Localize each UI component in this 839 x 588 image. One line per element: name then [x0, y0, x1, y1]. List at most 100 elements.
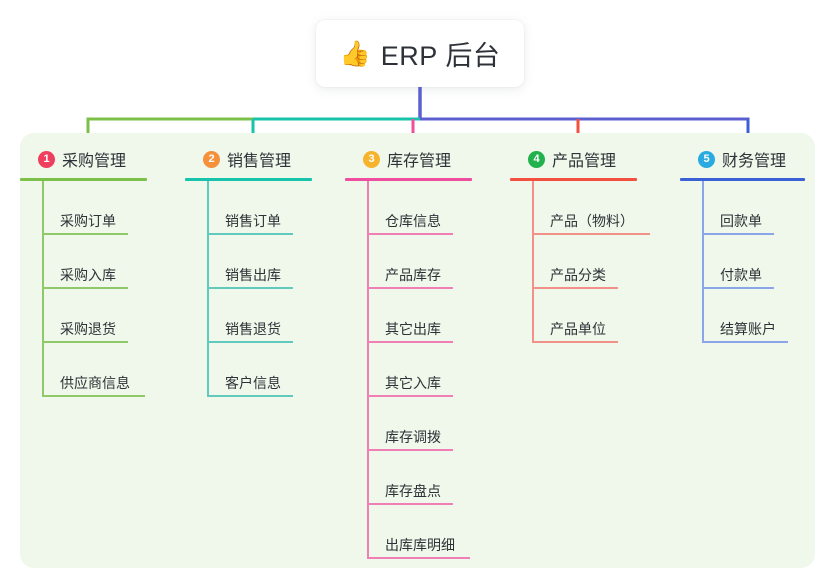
branch-item[interactable]: 库存调拨 [367, 397, 472, 451]
branch-item[interactable]: 回款单 [702, 181, 805, 235]
branch-header-5[interactable]: 5 财务管理 [680, 145, 805, 173]
branch-item-label: 结算账户 [720, 321, 776, 337]
branch-title: 产品管理 [552, 153, 617, 170]
branch-item[interactable]: 结算账户 [702, 289, 805, 343]
branch-item[interactable]: 出库库明细 [367, 505, 472, 559]
branch-title: 销售管理 [227, 153, 292, 170]
branch-item-label: 销售订单 [225, 213, 281, 229]
branch-item-rule [207, 287, 293, 289]
branch-item-label: 销售出库 [225, 267, 281, 283]
branch-item-rule [42, 395, 145, 397]
branch-spine [532, 181, 534, 343]
branch-index-badge: 3 [363, 150, 380, 168]
branch-item-list: 回款单付款单结算账户 [702, 181, 805, 343]
branch-item[interactable]: 供应商信息 [42, 343, 147, 397]
branch-header-rule [345, 178, 472, 181]
branch-item-rule [367, 341, 453, 343]
branch-item-rule [42, 341, 128, 343]
branch-header-4[interactable]: 4 产品管理 [510, 145, 637, 173]
branch-item-rule [42, 287, 128, 289]
root-node-title: ERP 后台 [380, 41, 501, 71]
branch-spine [42, 181, 44, 397]
branch-item-rule [702, 233, 774, 235]
branch-spine [702, 181, 704, 343]
branch-item-list: 产品（物料） 产品分类产品单位 [532, 181, 650, 343]
branch-item-rule [367, 287, 453, 289]
branch-item-label: 采购入库 [60, 267, 116, 283]
branch-item-label: 回款单 [720, 213, 762, 229]
branch-item-label: 采购退货 [60, 321, 116, 337]
branch-item-rule [702, 341, 788, 343]
branch-item[interactable]: 销售订单 [207, 181, 312, 235]
branch-index-badge: 1 [38, 150, 55, 168]
thumbs-up-icon: 👍 [339, 39, 371, 68]
branch-item-label: 产品（物料） [550, 213, 634, 229]
branch-item-list: 销售订单销售出库销售退货客户信息 [207, 181, 312, 397]
branch-header-3[interactable]: 3 库存管理 [345, 145, 472, 173]
branch-item[interactable]: 采购订单 [42, 181, 147, 235]
branch-item-label: 产品分类 [550, 267, 606, 283]
branch-spine [367, 181, 369, 559]
branch-item-rule [367, 557, 470, 559]
branch-item-label: 其它出库 [385, 321, 441, 337]
branch-item-list: 仓库信息产品库存其它出库其它入库库存调拨库存盘点出库库明细 [367, 181, 472, 559]
branch-index-badge: 5 [698, 150, 715, 168]
root-node-card[interactable]: 👍 ERP 后台 [316, 20, 524, 87]
branch-item-rule [367, 395, 453, 397]
branch-title: 采购管理 [62, 153, 127, 170]
branch-item[interactable]: 产品单位 [532, 289, 637, 343]
branch-column-4: 4 产品管理产品（物料） 产品分类产品单位 [510, 145, 650, 343]
branch-item[interactable]: 产品（物料） [532, 181, 650, 235]
branch-item-rule [207, 341, 293, 343]
branch-item-rule [367, 503, 453, 505]
branch-header-rule [20, 178, 147, 181]
branch-index-badge: 4 [528, 150, 545, 168]
branch-item[interactable]: 采购退货 [42, 289, 147, 343]
branch-column-1: 1 采购管理采购订单采购入库采购退货供应商信息 [20, 145, 147, 397]
branch-item[interactable]: 采购入库 [42, 235, 147, 289]
branch-item-rule [42, 233, 128, 235]
branch-item-rule [207, 395, 293, 397]
branch-item-label: 仓库信息 [385, 213, 441, 229]
branch-column-3: 3 库存管理仓库信息产品库存其它出库其它入库库存调拨库存盘点出库库明细 [345, 145, 472, 559]
branch-item-label: 供应商信息 [60, 375, 130, 391]
branch-title: 财务管理 [722, 153, 787, 170]
branch-item-rule [207, 233, 293, 235]
branch-item[interactable]: 产品分类 [532, 235, 637, 289]
branch-item-label: 客户信息 [225, 375, 281, 391]
branch-item-rule [532, 341, 618, 343]
branch-item-label: 产品库存 [385, 267, 441, 283]
branch-item[interactable]: 销售出库 [207, 235, 312, 289]
branch-item-rule [367, 233, 453, 235]
branch-column-5: 5 财务管理回款单付款单结算账户 [680, 145, 805, 343]
branch-header-rule [510, 178, 637, 181]
branch-title: 库存管理 [387, 153, 452, 170]
branch-item[interactable]: 其它出库 [367, 289, 472, 343]
branch-item-label: 产品单位 [550, 321, 606, 337]
branch-item-label: 出库库明细 [385, 537, 455, 553]
branch-item[interactable]: 产品库存 [367, 235, 472, 289]
branch-item-label: 其它入库 [385, 375, 441, 391]
branch-item-rule [532, 287, 618, 289]
branch-item-rule [702, 287, 774, 289]
branch-item[interactable]: 其它入库 [367, 343, 472, 397]
branch-item[interactable]: 销售退货 [207, 289, 312, 343]
branch-item[interactable]: 库存盘点 [367, 451, 472, 505]
branch-spine [207, 181, 209, 397]
branch-item[interactable]: 客户信息 [207, 343, 312, 397]
branch-item[interactable]: 仓库信息 [367, 181, 472, 235]
branch-header-rule [680, 178, 805, 181]
branch-item-rule [532, 233, 650, 235]
branch-item-label: 库存盘点 [385, 483, 441, 499]
branch-item-label: 付款单 [720, 267, 762, 283]
branch-item-label: 采购订单 [60, 213, 116, 229]
branch-item-label: 库存调拨 [385, 429, 441, 445]
branch-item-list: 采购订单采购入库采购退货供应商信息 [42, 181, 147, 397]
branch-header-1[interactable]: 1 采购管理 [20, 145, 147, 173]
branch-item[interactable]: 付款单 [702, 235, 805, 289]
branch-item-label: 销售退货 [225, 321, 281, 337]
